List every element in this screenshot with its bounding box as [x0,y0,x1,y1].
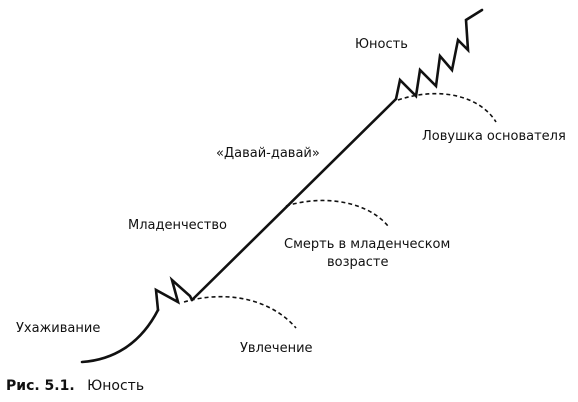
courtship-curve [80,308,160,364]
label-courtship: Ухаживание [16,321,100,336]
label-gogo: «Давай-давай» [216,146,320,161]
label-infant-death-line2: возрасте [327,255,388,270]
figure-caption: Рис. 5.1. Юность [6,378,144,394]
infant-death-dashed-branch [285,199,389,227]
label-adolescence: Юность [355,37,408,52]
upper-zigzag [394,8,484,101]
lower-zigzag [154,276,194,312]
growth-line [190,97,398,302]
founder-trap-dashed-branch [397,92,497,123]
label-infancy: Младенчество [128,218,227,233]
caption-title: Юность [87,378,144,394]
infatuation-dashed-branch [183,295,297,329]
caption-prefix: Рис. 5.1. [6,378,75,394]
label-infatuation: Увлечение [240,341,313,356]
label-infant-death: Смерть в младенческом [284,237,450,252]
label-founder-trap: Ловушка основателя [422,129,566,144]
